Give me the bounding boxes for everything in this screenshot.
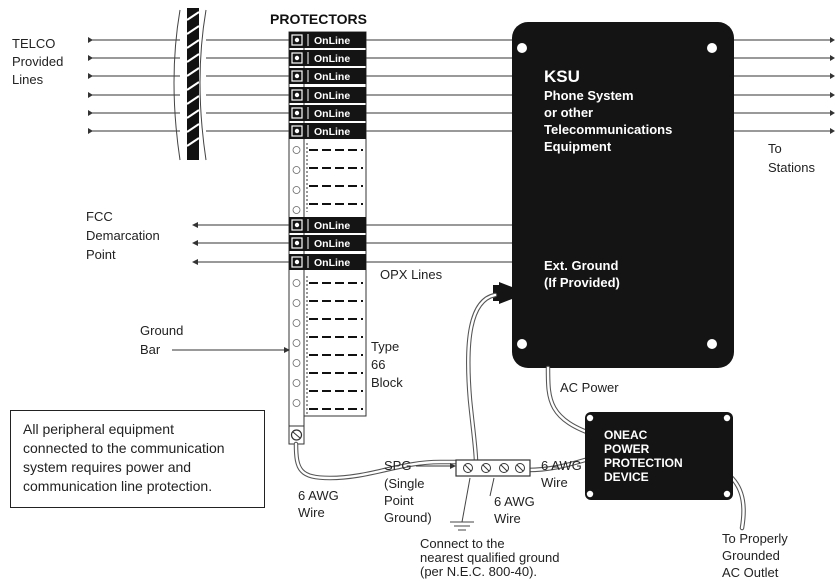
protector-label: OnLine: [314, 108, 350, 120]
ksu-unit: KSU Phone System or other Telecommunicat…: [512, 22, 734, 368]
ac-power-label: AC Power: [560, 380, 619, 395]
telco-lines: [88, 37, 290, 134]
protector-to-ksu-lines: [366, 39, 518, 132]
oneac-device: ONEAC POWER PROTECTION DEVICE: [585, 412, 733, 500]
opx-lines-label: OPX Lines: [380, 267, 443, 282]
fcc-label: FCC Demarcation Point: [86, 209, 163, 262]
outlet-label: To Properly Grounded AC Outlet: [722, 531, 791, 580]
protector-label: OnLine: [314, 126, 350, 138]
awg-left-label: 6 AWG Wire: [298, 488, 342, 520]
spg-label: SPG (Single Point Ground): [384, 458, 432, 525]
protector-module: OnLine: [289, 105, 366, 121]
awg-mid-label: 6 AWG Wire: [494, 494, 538, 526]
oneac-label: ONEAC POWER PROTECTION DEVICE: [604, 428, 686, 484]
protector-label: OnLine: [314, 220, 350, 232]
protector-label: OnLine: [314, 53, 350, 65]
protector-label: OnLine: [314, 35, 350, 47]
telco-label: TELCO Provided Lines: [12, 36, 67, 87]
protector-module: OnLine: [289, 32, 366, 48]
to-stations-label: To Stations: [768, 141, 815, 175]
protector-module: OnLine: [289, 254, 366, 270]
spg-bar: [455, 459, 531, 477]
protector-module: OnLine: [289, 50, 366, 66]
ksu-ground-label: Ext. Ground (If Provided): [544, 258, 622, 290]
protector-label: OnLine: [314, 238, 350, 250]
ground-bar-label: Ground Bar: [140, 323, 187, 357]
spg-arrow: [450, 463, 456, 469]
awg-right-label: 6 AWG Wire: [541, 458, 585, 490]
type66-label: Type 66 Block: [371, 339, 403, 390]
protector-module: OnLine: [289, 235, 366, 251]
ground-wires: [293, 292, 746, 531]
protector-module: OnLine: [289, 217, 366, 233]
earth-ground-icon: [450, 521, 474, 531]
protector-module: OnLine: [289, 68, 366, 84]
protector-label: OnLine: [314, 90, 350, 102]
ksu-title: KSU: [544, 67, 580, 86]
note-box: All peripheral equipment connected to th…: [10, 410, 265, 508]
line-break-symbol: [173, 8, 207, 161]
protector-stack: OnLineOnLineOnLineOnLineOnLineOnLineOnLi…: [289, 32, 366, 270]
station-lines: [728, 37, 835, 134]
protector-label: OnLine: [314, 71, 350, 83]
protector-module: OnLine: [289, 87, 366, 103]
protectors-title: PROTECTORS: [270, 11, 367, 27]
ground-bar-arrow: [284, 347, 290, 353]
protector-module: OnLine: [289, 123, 366, 139]
connect-ground-label: Connect to the nearest qualified ground …: [420, 536, 563, 579]
ksu-description: Phone System or other Telecommunications…: [544, 88, 676, 154]
protector-label: OnLine: [314, 257, 350, 269]
opx-lines: [192, 222, 518, 265]
